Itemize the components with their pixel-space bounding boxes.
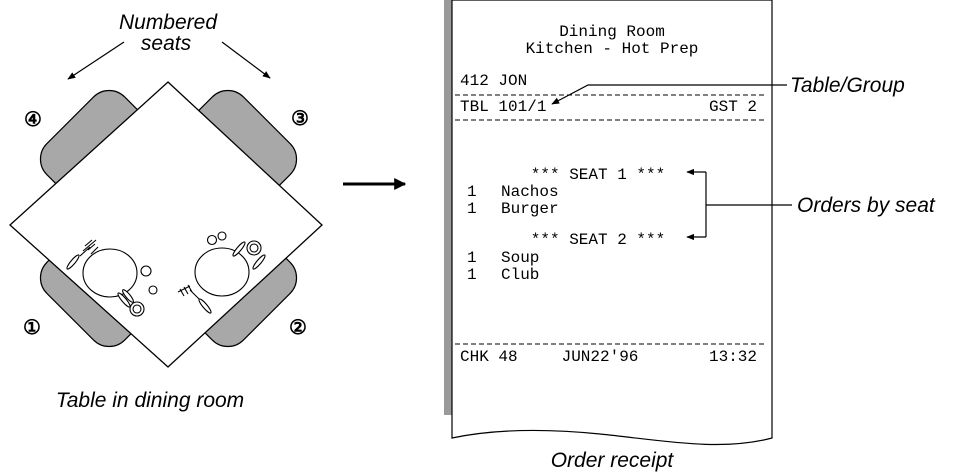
orders-by-seat-label: Orders by seat	[797, 194, 936, 217]
receipt-caption: Order receipt	[551, 449, 675, 472]
receipt-header-2: Kitchen - Hot Prep	[526, 40, 699, 58]
table-caption: Table in dining room	[56, 389, 244, 412]
seat-number-2: ②	[289, 315, 307, 339]
table-group-label: Table/Group	[790, 74, 905, 97]
receipt-date: JUN22'96	[562, 348, 639, 366]
seat-number-3: ③	[291, 106, 309, 130]
receipt-seat-2-header: *** SEAT 2 ***	[531, 231, 665, 249]
order-receipt: Dining Room Kitchen - Hot Prep 412 JON T…	[444, 0, 772, 445]
seat-number-1: ①	[23, 315, 41, 339]
seats-arrow-left	[68, 42, 124, 79]
receipt-table: TBL 101/1	[460, 98, 546, 116]
receipt-item-name: Nachos	[501, 183, 559, 201]
numbered-seats-label-line2: seats	[141, 32, 192, 55]
seat-number-4: ④	[24, 107, 42, 131]
receipt-item-qty: 1	[467, 183, 477, 201]
receipt-paper	[452, 0, 772, 445]
receipt-guests: GST 2	[709, 98, 757, 116]
receipt-item-name: Club	[501, 266, 539, 284]
dining-table	[10, 82, 322, 367]
receipt-item-qty: 1	[467, 249, 477, 267]
receipt-item-name: Soup	[501, 249, 539, 267]
seats-arrow-right	[222, 42, 270, 78]
receipt-header-1: Dining Room	[559, 23, 665, 41]
receipt-item-qty: 1	[467, 200, 477, 218]
receipt-seat-1-header: *** SEAT 1 ***	[531, 166, 665, 184]
receipt-check: CHK 48	[460, 348, 518, 366]
receipt-item-qty: 1	[467, 266, 477, 284]
receipt-item-name: Burger	[501, 200, 559, 218]
receipt-time: 13:32	[709, 348, 757, 366]
receipt-server: 412 JON	[460, 72, 527, 90]
numbered-seats-label: Numbered	[119, 11, 218, 34]
